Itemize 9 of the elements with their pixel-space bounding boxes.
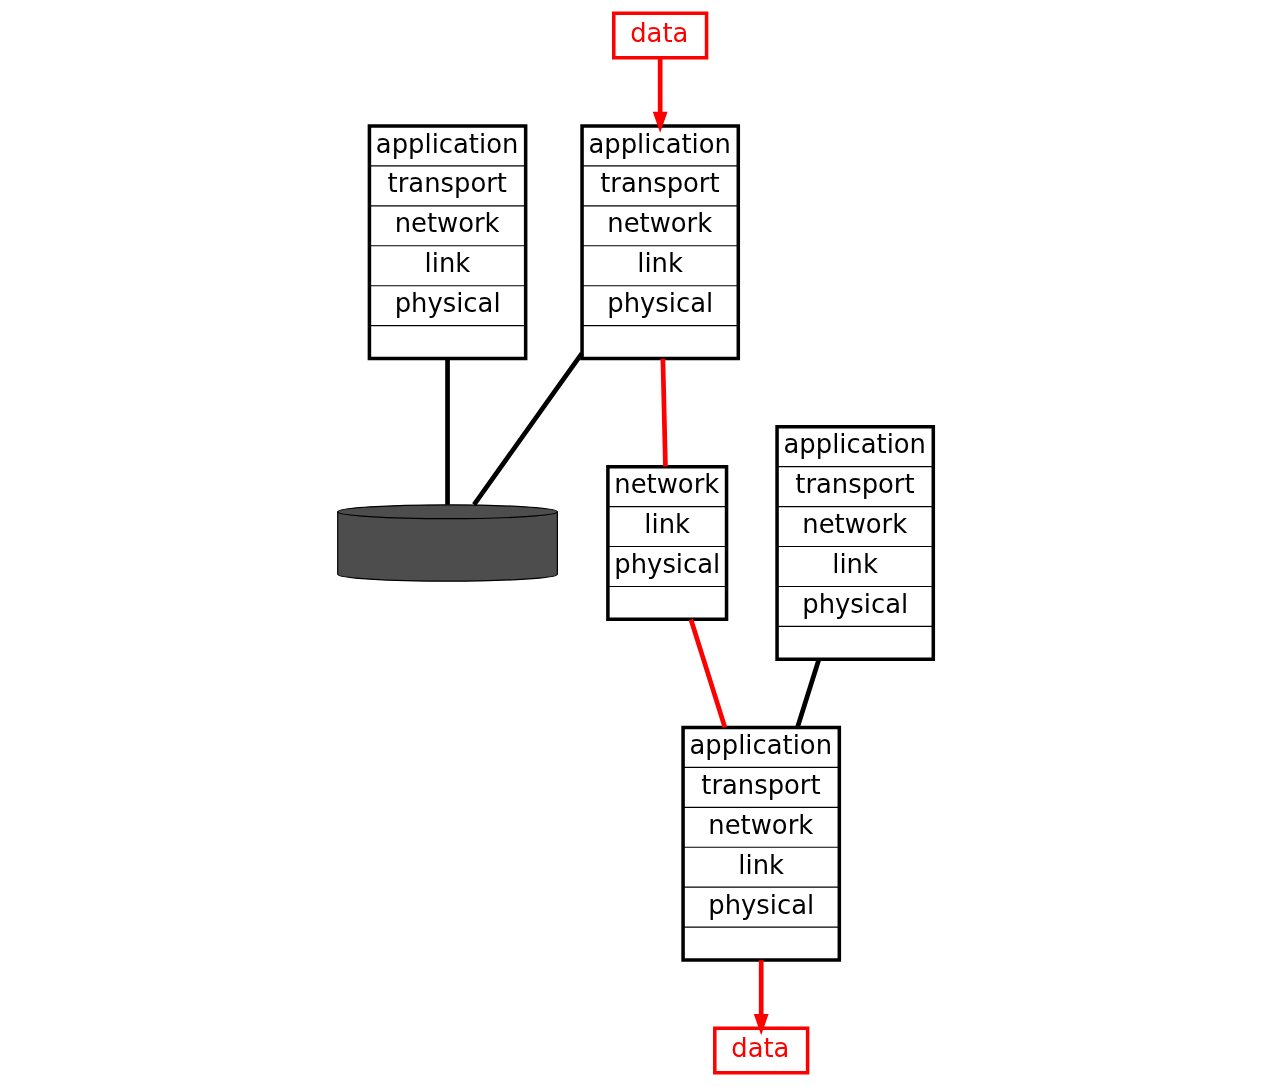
arrow [753,960,769,1036]
arrow [652,58,668,133]
connector [688,618,728,728]
connector [445,358,450,505]
node-box: data [612,11,709,60]
connector [660,358,668,467]
connector [472,351,584,506]
connector [795,658,822,728]
node-box: data [713,1026,810,1075]
